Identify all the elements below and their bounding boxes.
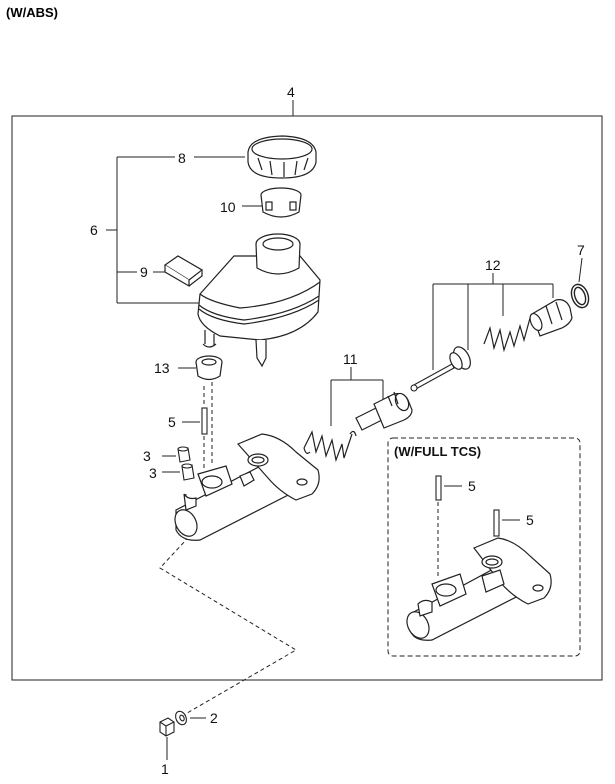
callout-10-label: 10 [220,199,236,215]
assembly-frame [11,115,603,681]
secondary-piston [355,391,413,431]
callout-4-label: 4 [287,84,295,100]
inset-master-cylinder [406,537,552,641]
inset-roll-pin-b [493,509,500,537]
callout-3a-label: 3 [143,448,151,464]
brake-fluid-reservoir [197,233,321,368]
reservoir-cap [247,135,317,179]
callout-13-label: 13 [154,360,170,376]
roll-pin [201,407,208,435]
callout-12-bracket [432,273,554,370]
callout-5a-label: 5 [168,414,176,430]
callout-5b-label: 5 [468,478,476,494]
guide-lines [159,382,297,717]
inset-title: (W/FULL TCS) [394,444,481,459]
reservoir-grommet [195,355,223,381]
primary-piston [529,299,573,337]
callout-5c-label: 5 [526,512,534,528]
check-valve-lower [181,463,195,481]
callout-1-label: 1 [161,761,169,777]
callout-11-label: 11 [343,351,358,367]
reservoir-strainer [260,187,302,218]
callout-3b-label: 3 [149,465,157,481]
piston-rod [410,363,455,392]
diagram-title: (W/ABS) [6,5,58,20]
piston-cup [449,346,471,370]
callout-4: 4 [287,84,295,116]
secondary-piston-spring [303,430,357,463]
check-valve-upper [177,446,191,463]
callout-7-label: 7 [577,242,585,258]
inset-frame [387,437,581,657]
callout-6-label: 6 [90,222,98,238]
callout-12-label: 12 [485,257,501,273]
master-cylinder-body [174,433,320,541]
primary-piston-spring [483,317,531,353]
level-sensor [163,255,204,288]
nut [159,717,175,737]
callout-6-bracket [106,156,245,304]
callout-2-label: 2 [210,710,218,726]
gasket-washer [175,710,187,726]
inset-roll-pin-a [435,475,442,501]
snap-ring [570,283,590,309]
callout-9-label: 9 [140,264,148,280]
callout-8-label: 8 [178,150,186,166]
